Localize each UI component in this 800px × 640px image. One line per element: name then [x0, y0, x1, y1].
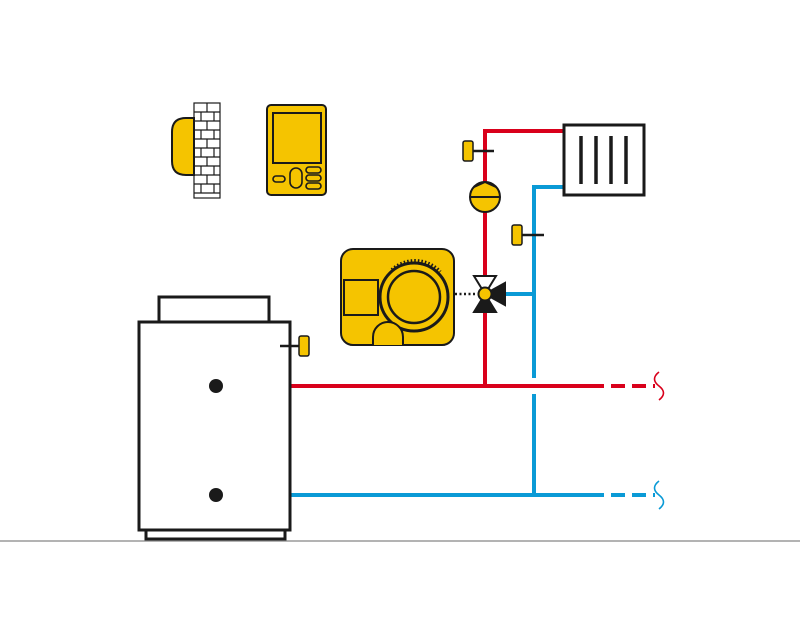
wall-mounted-outdoor-sensor-icon — [171, 102, 221, 199]
supply-temperature-sensor-icon — [462, 140, 494, 162]
return-temperature-sensor-icon — [511, 224, 544, 246]
circulation-pump-icon — [469, 181, 501, 213]
storage-boiler-icon — [137, 295, 292, 541]
room-control-unit-icon — [266, 104, 327, 196]
supply-connection-icon — [209, 379, 223, 393]
boiler-temperature-sensor-icon — [280, 335, 310, 357]
mixing-valve-controller-icon — [340, 248, 455, 346]
radiator-icon — [562, 123, 646, 197]
brick-wall-icon — [193, 102, 221, 199]
three-way-valve-icon — [472, 275, 506, 313]
return-connection-icon — [209, 488, 223, 502]
display-icon — [272, 112, 322, 164]
heating-circuit-return-pipe — [505, 185, 564, 495]
heating-circuit-supply-pipe — [483, 129, 564, 386]
